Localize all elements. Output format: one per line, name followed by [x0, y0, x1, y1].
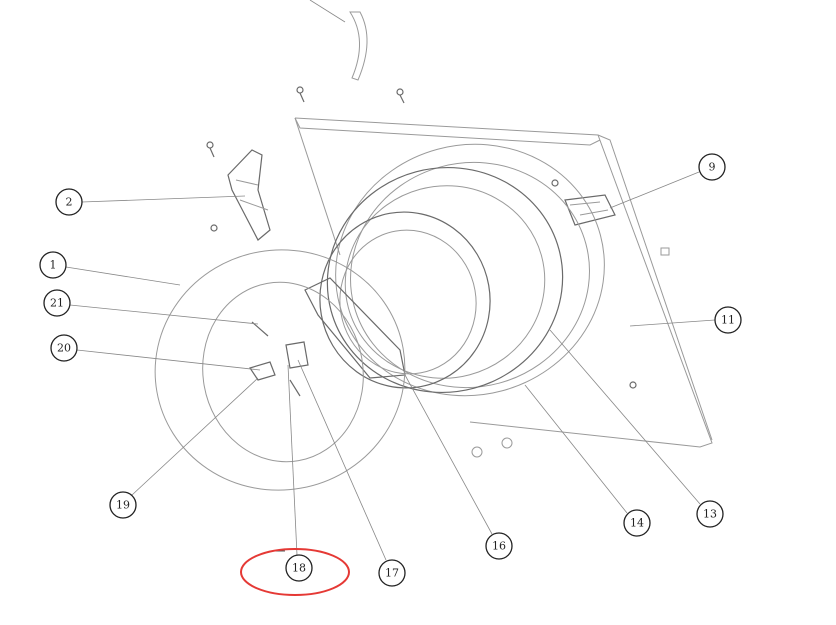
- callout-1: 1: [39, 251, 67, 279]
- svg-text:11: 11: [721, 314, 735, 327]
- callout-14: 14: [623, 509, 651, 537]
- callout-17: 17: [378, 559, 406, 587]
- callout-13: 13: [696, 500, 724, 528]
- door-ring-part: [154, 249, 406, 491]
- svg-text:1: 1: [50, 259, 57, 272]
- svg-text:21: 21: [50, 297, 64, 310]
- callout-20: 20: [50, 334, 78, 362]
- red-highlight-ellipse: [240, 548, 350, 596]
- callout-11: 11: [714, 306, 742, 334]
- svg-text:2: 2: [66, 196, 73, 209]
- svg-text:20: 20: [57, 342, 71, 355]
- screws: [206, 86, 637, 458]
- top-bracket-part: [309, 0, 368, 81]
- svg-text:17: 17: [385, 567, 399, 580]
- callout-16: 16: [485, 532, 513, 560]
- callout-18: 18: [285, 554, 313, 582]
- svg-text:14: 14: [630, 517, 644, 530]
- svg-text:19: 19: [116, 499, 130, 512]
- callout-2: 2: [55, 188, 83, 216]
- callout-19: 19: [109, 491, 137, 519]
- svg-text:9: 9: [709, 161, 716, 174]
- svg-text:13: 13: [703, 508, 717, 521]
- gasket-ring-part: [335, 143, 605, 397]
- inner-ring-part: [326, 166, 564, 394]
- svg-text:18: 18: [292, 562, 306, 575]
- leader-lines: [65, 171, 716, 561]
- door-hinge-small-parts: [249, 321, 309, 397]
- door-lock-part: [564, 194, 616, 226]
- hinge-part: [227, 149, 271, 241]
- svg-text:16: 16: [492, 540, 506, 553]
- door-trim-ring-part: [319, 211, 491, 389]
- callout-21: 21: [43, 289, 71, 317]
- callout-9: 9: [698, 153, 726, 181]
- front-panel-part: [294, 117, 713, 448]
